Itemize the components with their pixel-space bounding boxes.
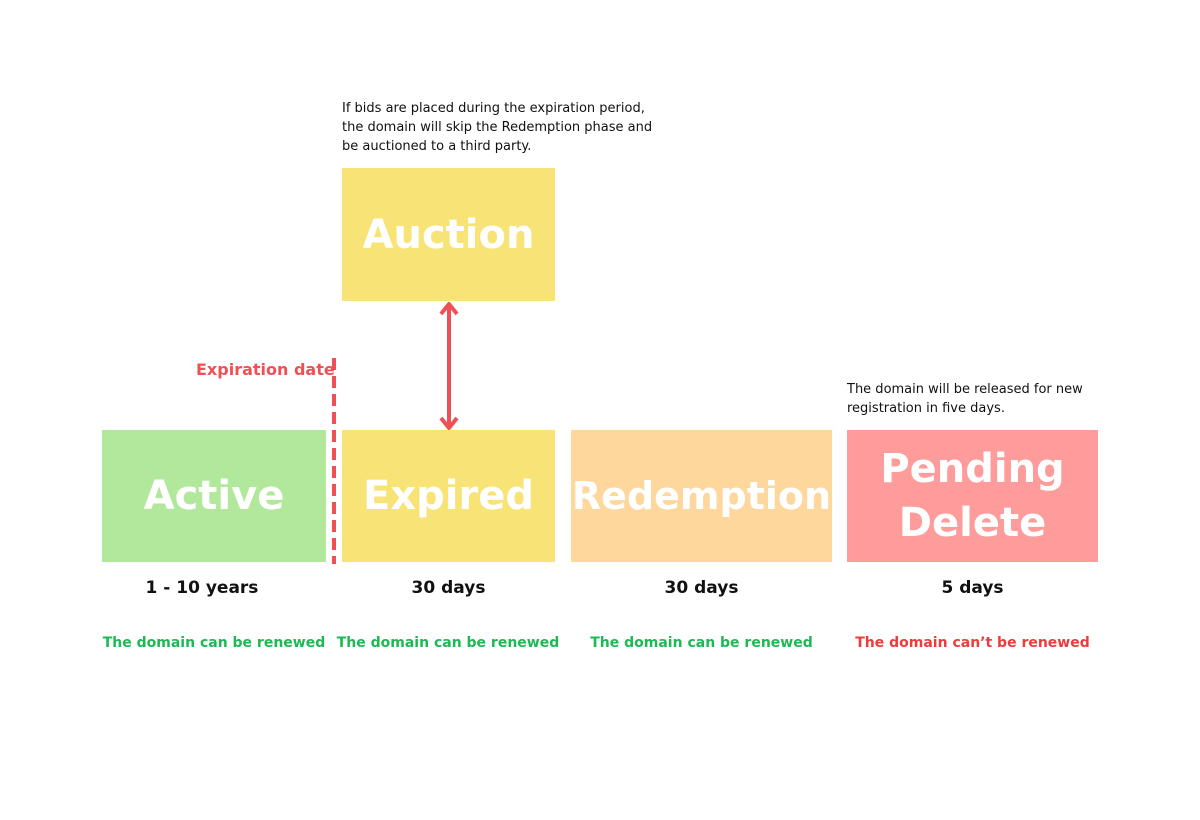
stage-expired-duration: 30 days [411,578,486,598]
stage-pending-delete-label: Pending Delete [880,446,1065,546]
stage-redemption-duration: 30 days [664,578,739,598]
stage-active-label: Active [143,473,285,519]
stage-expired-label: Expired [363,473,534,519]
expiration-date-label: Expiration date [196,360,335,379]
stage-pending-delete-box: Pending Delete [847,430,1098,562]
stage-expired-box: Expired [342,430,555,562]
stage-redemption-label: Redemption [571,474,832,518]
stage-active-duration: 1 - 10 years [145,578,259,598]
stage-pending-delete-renewal: The domain can’t be renewed [855,635,1090,651]
stage-active-renewal: The domain can be renewed [102,635,326,651]
pending-delete-note: The domain will be released for new regi… [847,382,1083,416]
auction-note: If bids are placed during the expiration… [342,101,653,154]
stage-active-box: Active [102,430,326,562]
auction-expired-arrow [439,302,459,430]
stage-redemption-box: Redemption [571,430,832,562]
arrow-head-down [439,416,459,430]
stage-pending-delete-duration: 5 days [941,578,1004,598]
expiration-date-line [332,358,336,564]
stage-expired-renewal: The domain can be renewed [336,635,560,651]
arrow-head-up [439,302,459,316]
auction-box: Auction [342,168,555,301]
stage-redemption-renewal: The domain can be renewed [590,635,813,651]
auction-label: Auction [362,211,535,258]
